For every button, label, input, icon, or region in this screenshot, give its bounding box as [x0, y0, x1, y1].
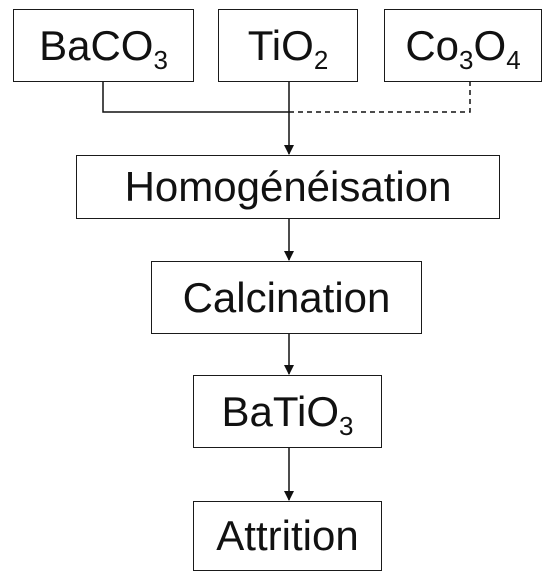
co3o4-label: Co3O4: [405, 21, 521, 75]
tio2-label: TiO2: [247, 21, 329, 75]
input-box-tio2: TiO2: [218, 9, 358, 82]
step-box-attrition: Attrition: [193, 501, 382, 571]
step-box-homogenisation: Homogénéisation: [76, 155, 500, 219]
input-box-co3o4: Co3O4: [384, 9, 542, 82]
step-box-batio3: BaTiO3: [193, 375, 382, 448]
input-box-baco3: BaCO3: [13, 9, 194, 82]
co3o4-dashed-connector: [289, 81, 471, 113]
baco3-label: BaCO3: [39, 21, 168, 75]
baco3-connector: [102, 81, 289, 113]
calcination-label: Calcination: [182, 273, 391, 321]
step-box-calcination: Calcination: [151, 261, 422, 334]
batio3-label: BaTiO3: [221, 387, 354, 441]
attrition-label: Attrition: [216, 512, 359, 559]
homogenisation-label: Homogénéisation: [124, 163, 452, 210]
